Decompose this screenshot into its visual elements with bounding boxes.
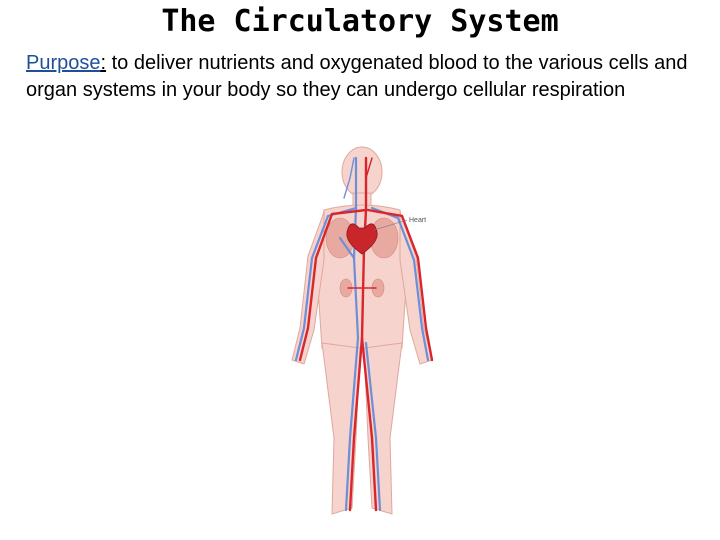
- purpose-keyword: Purpose: [26, 52, 101, 74]
- circulatory-system-illustration: Heart: [262, 138, 462, 538]
- purpose-colon: :: [100, 52, 107, 74]
- body-diagram: Heart: [291, 146, 434, 515]
- heart-icon: [346, 223, 378, 255]
- purpose-text: to deliver nutrients and oxygenated bloo…: [26, 52, 688, 101]
- organs: [325, 217, 399, 298]
- purpose-paragraph: Purpose: to deliver nutrients and oxygen…: [26, 50, 706, 104]
- arteries: [298, 156, 434, 512]
- slide-title: The Circulatory System: [161, 4, 559, 39]
- heart-label: Heart: [409, 217, 426, 224]
